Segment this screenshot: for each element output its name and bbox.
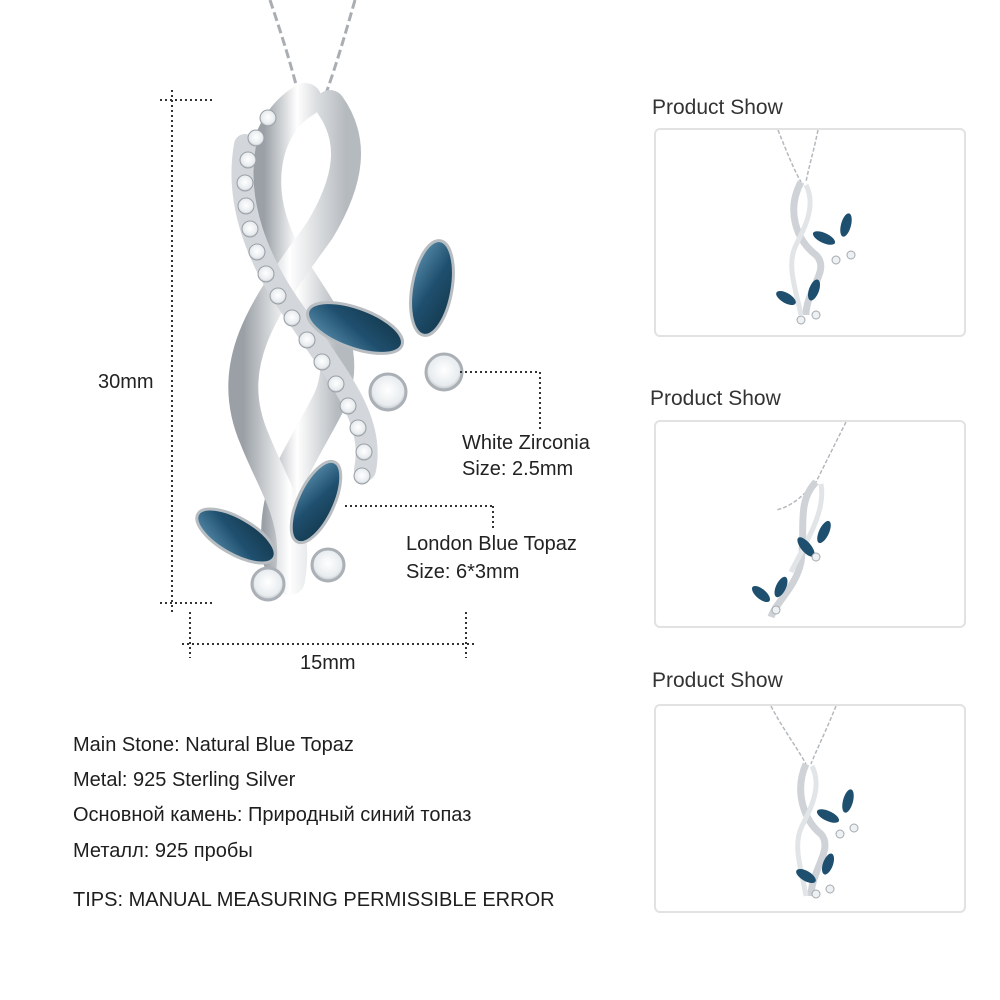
zirconia-callout-name: White Zirconia — [462, 432, 590, 454]
product-thumb-2[interactable] — [654, 420, 966, 628]
pendant-front-view-icon-2 — [770, 706, 859, 899]
width-dimension-label: 15mm — [300, 652, 356, 674]
height-dimension-label: 30mm — [98, 371, 154, 393]
product-show-title-2: Product Show — [650, 387, 781, 410]
zirconia-callout-size: Size: 2.5mm — [462, 458, 574, 480]
pendant-front-view-icon — [776, 130, 856, 325]
topaz-callout-size: Size: 6*3mm — [406, 561, 520, 583]
spec-main-stone: Main Stone: Natural Blue Topaz — [73, 734, 354, 756]
pendant-angle-view-icon — [751, 422, 847, 619]
tips-text: TIPS: MANUAL MEASURING PERMISSIBLE ERROR — [73, 889, 555, 911]
product-thumb-3[interactable] — [654, 704, 966, 913]
spec-metal: Metal: 925 Sterling Silver — [73, 769, 296, 791]
spec-metal-ru: Металл: 925 пробы — [73, 840, 253, 862]
product-thumb-1[interactable] — [654, 128, 966, 337]
topaz-callout-name: London Blue Topaz — [406, 533, 577, 555]
pendant-main-image — [160, 0, 541, 658]
spec-main-stone-ru: Основной камень: Природный синий топаз — [73, 804, 472, 826]
product-show-title-3: Product Show — [652, 669, 783, 692]
product-show-title-1: Product Show — [652, 96, 783, 119]
